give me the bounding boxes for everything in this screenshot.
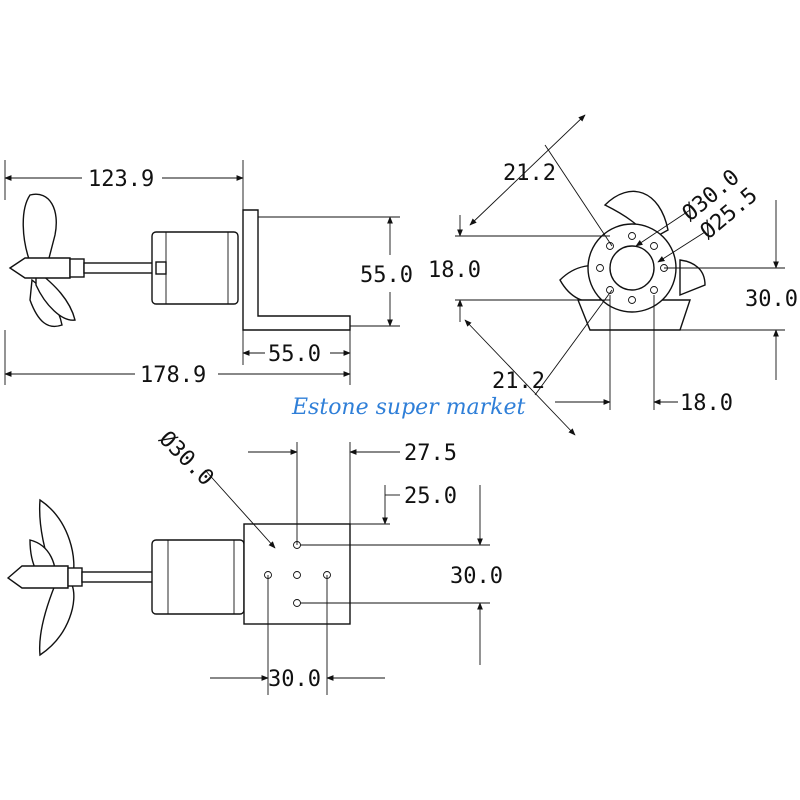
dim-bracket-width: 55.0 <box>268 342 321 367</box>
dim-diagonal-top: 21.2 <box>503 161 556 186</box>
top-motor <box>151 539 245 615</box>
dim-top-offset: 25.0 <box>404 484 457 509</box>
top-propeller <box>6 498 83 657</box>
side-shaft <box>83 262 155 274</box>
dim-top-height: 30.0 <box>450 564 503 589</box>
dim-overall-prop-length: 123.9 <box>88 167 154 192</box>
top-shaft <box>81 571 155 583</box>
front-blade-top <box>603 190 669 241</box>
front-blade-right <box>679 259 706 297</box>
side-bracket <box>242 209 351 331</box>
dim-overall-length: 178.9 <box>140 363 206 388</box>
front-view: 21.2 21.2 18.0 18.0 Ø30.0 Ø25.5 30.0 <box>428 114 798 436</box>
dim-diagonal-bottom: 21.2 <box>492 369 545 394</box>
side-motor <box>151 231 239 305</box>
dim-top-width-right: 27.5 <box>404 441 457 466</box>
dim-front-height: 30.0 <box>745 287 798 312</box>
dim-top-width-bottom: 30.0 <box>268 667 321 692</box>
dim-hole-spacing-horizontal: 18.0 <box>680 391 733 416</box>
side-propeller <box>8 193 85 327</box>
watermark-text: Estone super market <box>291 395 526 420</box>
side-view: 123.9 178.9 55.0 55.0 <box>4 160 413 388</box>
dim-hole-spacing-vertical: 18.0 <box>428 258 481 283</box>
front-hub-inner <box>609 245 655 291</box>
dim-top-diameter: Ø30.0 <box>154 427 219 492</box>
dim-bracket-height: 55.0 <box>360 263 413 288</box>
top-view: Ø30.0 27.5 25.0 30.0 30.0 <box>6 427 503 695</box>
